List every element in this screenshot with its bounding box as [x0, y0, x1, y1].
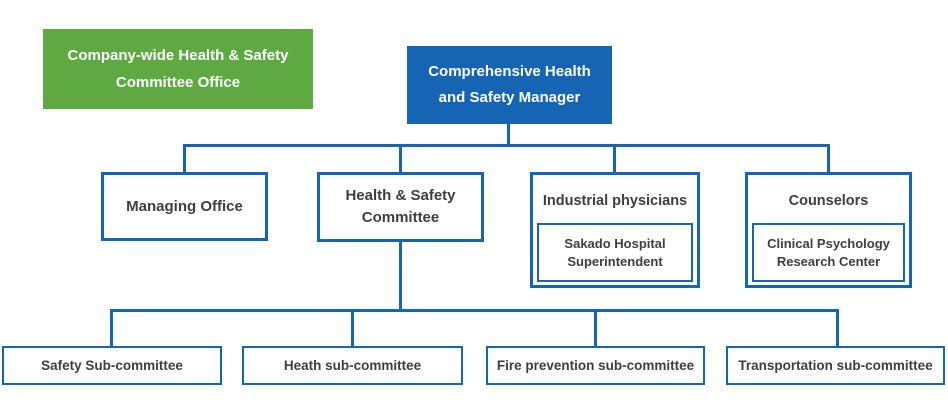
node-comprehensive-manager: Comprehensive Health and Safety Manager — [407, 46, 612, 124]
node-transportation-subcommittee: Transportation sub-committee — [726, 346, 945, 385]
node-heath-subcommittee-label: Heath sub-committee — [283, 358, 422, 373]
node-heath-subcommittee: Heath sub-committee — [242, 346, 463, 385]
node-sakado-hospital-line1: Sakado Hospital — [564, 235, 666, 251]
node-counselors: Counselors Clinical Psychology Research … — [745, 172, 912, 288]
node-counselors-title: Counselors — [788, 193, 869, 209]
connector-drop-managing-office — [183, 144, 186, 172]
connector-manager-vertical — [507, 124, 510, 147]
node-fire-prevention-subcommittee: Fire prevention sub-committee — [486, 346, 705, 385]
node-industrial-physicians-title: Industrial physicians — [542, 193, 688, 209]
node-comprehensive-manager-line2: and Safety Manager — [438, 89, 581, 106]
connector-drop-safety-subcommittee — [110, 309, 113, 346]
connector-top-horizontal — [183, 144, 830, 147]
connector-drop-heath-subcommittee — [351, 309, 354, 346]
node-managing-office-label: Managing Office — [126, 197, 243, 215]
node-comprehensive-manager-line1: Comprehensive Health — [428, 63, 591, 80]
connector-drop-industrial-physicians — [613, 144, 616, 172]
node-fire-prevention-subcommittee-label: Fire prevention sub-committee — [496, 358, 695, 373]
connector-drop-health-safety-committee — [399, 144, 402, 172]
node-clinical-psychology-line1: Clinical Psychology — [767, 235, 890, 251]
node-company-wide-office: Company-wide Health & Safety Committee O… — [43, 29, 313, 109]
node-sakado-hospital-line2: Superintendent — [567, 253, 663, 269]
node-safety-subcommittee-label: Safety Sub-committee — [41, 358, 183, 373]
node-transportation-subcommittee-label: Transportation sub-committee — [738, 358, 933, 373]
node-safety-subcommittee: Safety Sub-committee — [2, 346, 222, 385]
node-health-safety-committee: Health & Safety Committee — [317, 172, 484, 242]
connector-drop-fire-subcommittee — [594, 309, 597, 346]
node-company-wide-office-line2: Committee Office — [115, 74, 241, 91]
connector-drop-transportation-subcommittee — [836, 309, 839, 346]
node-clinical-psychology-research-center: Clinical Psychology Research Center — [752, 223, 905, 282]
connector-bottom-horizontal — [110, 309, 839, 312]
node-health-safety-committee-line2: Committee — [361, 209, 440, 226]
connector-committee-vertical — [399, 240, 402, 312]
node-clinical-psychology-line2: Research Center — [776, 253, 881, 269]
node-managing-office: Managing Office — [101, 172, 268, 241]
node-industrial-physicians: Industrial physicians Sakado Hospital Su… — [530, 172, 700, 288]
node-sakado-hospital-superintendent: Sakado Hospital Superintendent — [537, 223, 693, 282]
node-company-wide-office-line1: Company-wide Health & Safety — [67, 47, 289, 64]
connector-drop-counselors — [827, 144, 830, 172]
node-health-safety-committee-line1: Health & Safety — [345, 187, 456, 204]
